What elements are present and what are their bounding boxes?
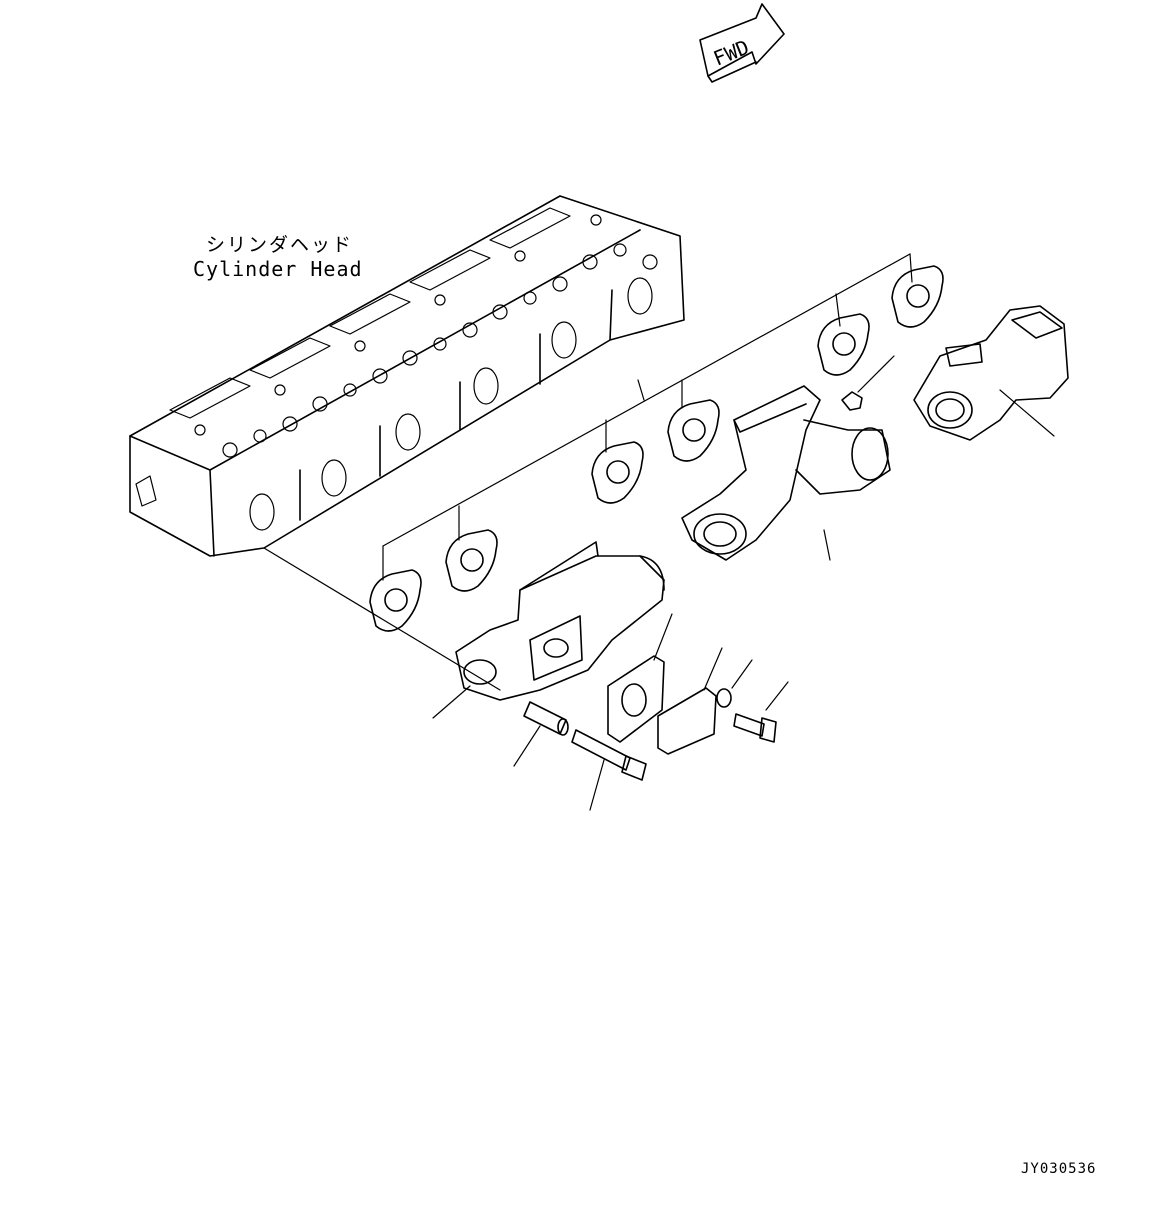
drawing-number: JY030536 [1021, 1161, 1097, 1177]
gasket [445, 529, 498, 592]
exhaust-manifold-front [455, 541, 665, 701]
bolt-short [733, 713, 777, 743]
bolt-long [571, 729, 647, 781]
manifold-gaskets [369, 265, 944, 632]
spacer-sleeve [523, 701, 569, 736]
gasket [817, 313, 870, 376]
cylinder-head [129, 195, 685, 557]
gasket [369, 569, 422, 632]
exhaust-manifold-rear [913, 305, 1069, 441]
gasket [891, 265, 944, 328]
cylinder-head-label-en: Cylinder Head [193, 257, 363, 281]
fwd-label: FWD [710, 35, 752, 71]
cover-plate [657, 687, 717, 755]
gasket [667, 399, 720, 462]
plug-fitting [841, 391, 863, 411]
exhaust-manifold-center [681, 385, 891, 561]
cylinder-head-label-jp: シリンダヘッド [206, 234, 354, 256]
fwd-arrow-icon: FWD [699, 3, 785, 83]
gasket [591, 441, 644, 504]
washer [716, 688, 732, 708]
cover-gasket [607, 655, 665, 743]
leader-lines [263, 253, 1055, 811]
